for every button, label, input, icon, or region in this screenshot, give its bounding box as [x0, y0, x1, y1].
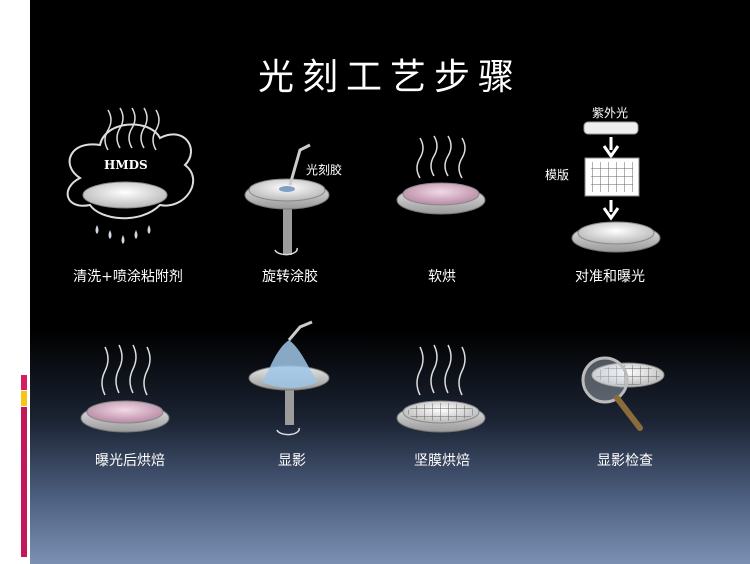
slide-title: 光刻工艺步骤 — [257, 57, 522, 98]
step-caption: 清洗+喷涂粘附剂 — [73, 269, 183, 285]
left-accent-pink — [21, 375, 27, 390]
step8-inspect-illustration — [581, 356, 665, 431]
wafer-pattern — [596, 365, 660, 385]
magnifier-handle — [614, 395, 643, 431]
left-decoration — [0, 0, 30, 564]
rotation-arrow — [274, 247, 298, 256]
developer-spray — [262, 340, 318, 388]
wafer — [86, 400, 164, 424]
uv-lamp — [583, 121, 639, 135]
droplets — [95, 225, 151, 244]
step7-hard-bake-illustration — [396, 344, 486, 433]
resist-puddle — [279, 186, 295, 192]
title-marker — [18, 52, 28, 82]
step-caption: 旋转涂胶 — [262, 269, 318, 285]
mask-pattern — [591, 162, 633, 192]
exposure-arrow — [602, 200, 620, 221]
step4-expose-illustration — [571, 121, 661, 253]
uv-label: 紫外光 — [592, 106, 629, 120]
wafer — [402, 182, 480, 206]
step-caption: 坚膜烘焙 — [414, 453, 470, 469]
step-caption: 软烘 — [428, 269, 456, 285]
heat-lines — [416, 135, 466, 179]
slide — [18, 0, 750, 564]
step2-spin-coat-illustration — [244, 143, 330, 256]
spindle — [283, 200, 292, 255]
photoresist-label: 光刻胶 — [306, 163, 343, 177]
hmds-label: HMDS — [104, 158, 148, 172]
step1-hmds-illustration — [66, 107, 195, 244]
step-caption: 对准和曝光 — [575, 269, 645, 285]
step-caption: 显影检查 — [597, 453, 653, 469]
mask-label: 模版 — [545, 168, 570, 182]
step5-peb-illustration — [80, 344, 170, 433]
nozzle — [287, 320, 313, 341]
uv-arrow — [602, 137, 620, 159]
heat-lines — [416, 344, 466, 396]
step3-soft-bake-illustration — [396, 135, 486, 215]
magnifier-lens — [581, 356, 629, 404]
wafer — [577, 221, 655, 245]
left-accent-top — [21, 0, 27, 48]
dispense-nozzle — [288, 143, 311, 186]
left-accent-yellow — [21, 391, 27, 406]
rotation-arrow — [276, 427, 300, 436]
wafer-pattern — [407, 403, 475, 421]
heat-lines — [101, 344, 151, 396]
left-accent-magenta — [21, 407, 27, 557]
step-caption: 曝光后烘焙 — [95, 453, 165, 469]
spindle — [285, 385, 294, 425]
step6-develop-illustration — [248, 320, 330, 436]
vapor-lines — [104, 107, 160, 151]
step-caption: 显影 — [278, 453, 306, 469]
vapor-cloud — [66, 123, 195, 220]
wafer — [82, 181, 168, 209]
